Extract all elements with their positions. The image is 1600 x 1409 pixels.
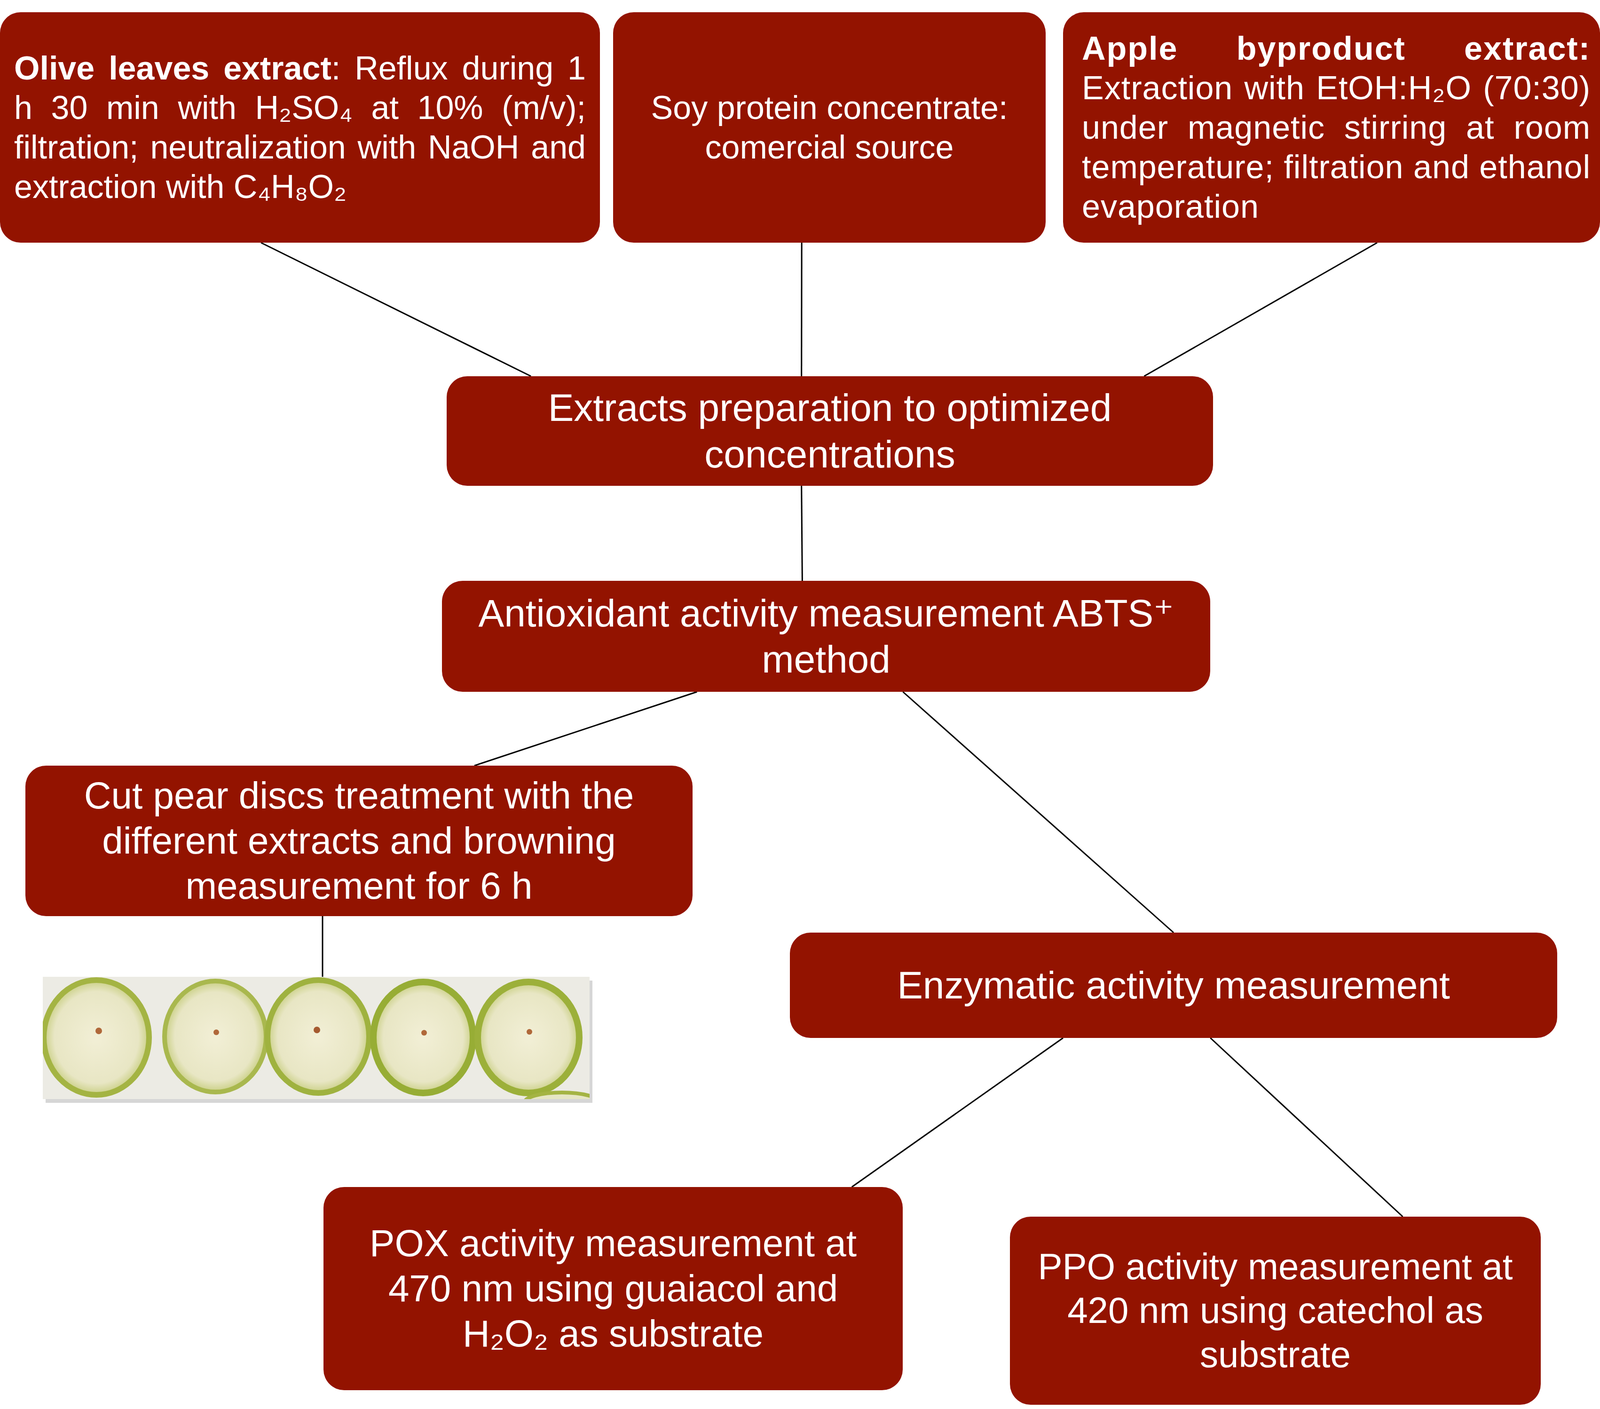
pear-disc (43, 979, 150, 1095)
pear-disc (477, 981, 580, 1093)
pear-disc (373, 981, 473, 1093)
box-text: Extraction with EtOH:H₂O (70:30) under m… (1081, 68, 1591, 227)
box-heading: Apple byproduct extract: (1081, 28, 1591, 69)
box-content: Cut pear discs treatment with the differ… (42, 772, 676, 909)
connector-line (801, 242, 802, 377)
connector-line (801, 485, 803, 581)
connector-line (260, 242, 531, 377)
box-text: Cut pear discs treatment with the differ… (42, 772, 676, 909)
connector-line (902, 691, 1174, 933)
pear-disc (164, 980, 267, 1092)
connector-stroke (851, 1037, 1064, 1187)
pear-core (421, 1029, 427, 1036)
connector-stroke (801, 485, 803, 581)
pear-core (313, 1026, 321, 1033)
process-box: POX activity measurement at 470 nm using… (323, 1186, 903, 1390)
process-box: Cut pear discs treatment with the differ… (25, 765, 693, 916)
box-paragraph: Olive leaves extract: Reflux during 1 h … (14, 48, 586, 207)
box-text: PPO activity measurement at 420 nm using… (1028, 1244, 1522, 1377)
box-text: Antioxidant activity measurement ABTS⁺ m… (460, 590, 1192, 683)
pear-disc (267, 979, 370, 1093)
pear-core (95, 1027, 103, 1034)
connector-line (1210, 1037, 1403, 1217)
box-text: Enzymatic activity measurement (808, 961, 1539, 1009)
box-content: Enzymatic activity measurement (808, 961, 1539, 1009)
process-box: Olive leaves extract: Reflux during 1 h … (0, 12, 600, 243)
box-content: Apple byproduct extract:Extraction with … (1081, 28, 1591, 227)
connector-line (474, 691, 698, 766)
process-box: Antioxidant activity measurement ABTS⁺ m… (441, 580, 1211, 692)
pear-core (213, 1029, 220, 1035)
process-box: Enzymatic activity measurement (789, 932, 1558, 1038)
box-content: Soy protein concentrate: comercial sourc… (631, 87, 1027, 167)
box-text: Extracts preparation to optimized concen… (465, 384, 1195, 478)
connector-line (851, 1037, 1064, 1187)
box-content: Antioxidant activity measurement ABTS⁺ m… (460, 590, 1192, 683)
photo-ground (42, 976, 590, 1099)
box-content: Extracts preparation to optimized concen… (465, 384, 1195, 478)
connector-stroke (474, 691, 698, 766)
connector-stroke (902, 691, 1174, 933)
pear-disc (524, 1092, 590, 1099)
connector-stroke (1210, 1037, 1403, 1217)
process-box: Extracts preparation to optimized concen… (446, 376, 1214, 486)
connector-stroke (1143, 242, 1378, 377)
box-text: Soy protein concentrate: comercial sourc… (631, 87, 1027, 167)
box-content: Olive leaves extract: Reflux during 1 h … (14, 48, 586, 207)
process-box: PPO activity measurement at 420 nm using… (1009, 1216, 1541, 1405)
connector-stroke (260, 242, 531, 377)
box-content: PPO activity measurement at 420 nm using… (1028, 1244, 1522, 1377)
connector-line (1143, 242, 1378, 377)
pear-core (526, 1028, 533, 1035)
connector-stroke (800, 242, 803, 377)
process-box: Soy protein concentrate: comercial sourc… (613, 12, 1046, 243)
box-content: POX activity measurement at 470 nm using… (344, 1220, 883, 1356)
box-heading: Olive leaves extract (14, 49, 332, 87)
box-text: POX activity measurement at 470 nm using… (344, 1220, 883, 1356)
process-box: Apple byproduct extract:Extraction with … (1063, 12, 1600, 243)
